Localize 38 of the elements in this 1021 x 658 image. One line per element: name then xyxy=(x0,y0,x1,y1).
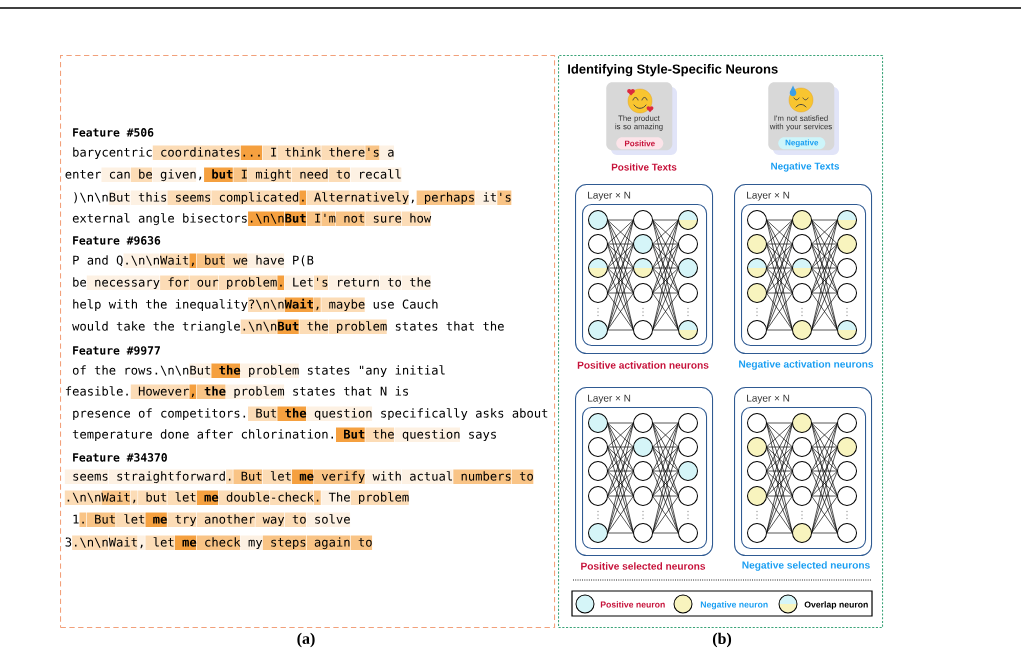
panel-title: Identifying Style-Specific Neurons xyxy=(568,64,778,77)
text-snippet: be necessary for our problem. Let's return to the xyxy=(73,275,431,290)
text-snippet: barycentric coordinates... I think there's a xyxy=(73,145,395,160)
network-box xyxy=(741,407,867,550)
layer-label: Layer × N xyxy=(747,191,790,201)
text-snippet: )\n\nBut this seems complicated. Alternatively, perhaps it's xyxy=(74,190,512,205)
text-snippet: enter can be given, but I might need to recall xyxy=(65,167,402,182)
feature-heading: Feature #9977 xyxy=(73,346,160,355)
network-caption: Negative selected neurons xyxy=(742,561,870,571)
network-caption: Positive selected neurons xyxy=(581,562,706,570)
subfigure-label: (b) xyxy=(712,632,732,648)
network-box xyxy=(582,407,708,550)
text-snippet: feasible. However, the problem states that N is xyxy=(65,384,408,399)
text-snippet: temperature done after chlorination. But the question says xyxy=(72,427,496,442)
feature-heading: Feature #34370 xyxy=(73,453,167,462)
text-snippet: 1. But let me try another way to solve xyxy=(73,512,351,527)
network-caption: Positive activation neurons xyxy=(577,361,709,369)
legend-label: Positive neuron xyxy=(600,601,665,608)
group-caption: Negative Texts xyxy=(771,162,840,172)
feature-heading: Feature #506 xyxy=(73,128,154,137)
legend-label: Negative neuron xyxy=(700,601,768,610)
text-snippet: seems straightforward. But let me verify with actual numbers to xyxy=(64,469,534,484)
layer-label: Layer × N xyxy=(747,394,790,404)
network-box xyxy=(582,204,708,347)
network-box xyxy=(741,204,867,347)
layer-label: Layer × N xyxy=(588,191,631,201)
legend-label: Overlap neuron xyxy=(804,601,868,610)
layer-label: Layer × N xyxy=(588,394,631,404)
text-snippet: 3.\n\nWait, let me check my steps again to xyxy=(65,535,373,550)
text-snippet: help with the inequality?\n\nWait, maybe use Cauch xyxy=(73,297,438,312)
feature-heading: Feature #9636 xyxy=(73,236,161,245)
text-snippet: .\n\nWait, but let me double-check. The problem xyxy=(64,490,409,505)
subfigure-label: (a) xyxy=(297,632,315,648)
text-snippet: would take the triangle.\n\nBut the problem states that the xyxy=(72,319,504,334)
text-snippet: presence of competitors. But the question specifically asks about xyxy=(73,406,548,421)
group-caption: Positive Texts xyxy=(611,163,677,171)
text-snippet: of the rows.\n\nBut the problem states "any initial xyxy=(72,363,445,378)
network-caption: Negative activation neurons xyxy=(739,360,874,370)
